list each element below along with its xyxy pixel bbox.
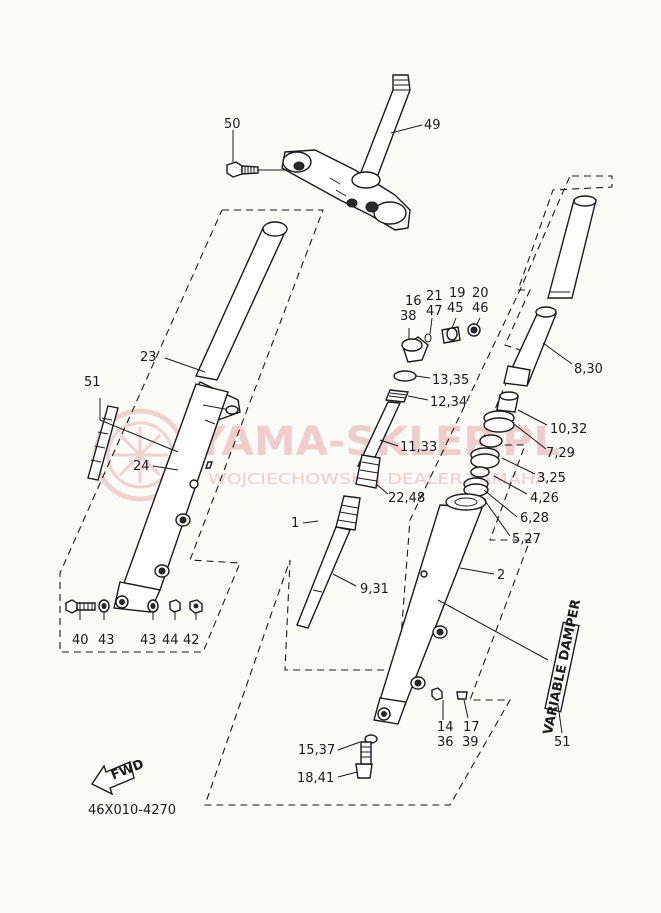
callout-18-41: 18,41 [297, 771, 334, 786]
callout-7-29: 7,29 [546, 446, 575, 461]
callout-44: 44 [162, 633, 179, 648]
variable-damper-text: VARIABLE DAMPER [541, 598, 584, 736]
callout-45: 45 [447, 301, 464, 316]
callout-23: 23 [140, 350, 157, 365]
bolt-50 [226, 161, 259, 178]
seal-stack [463, 391, 519, 497]
callout-12-34: 12,34 [430, 395, 467, 410]
callout-46: 46 [472, 301, 489, 316]
leader-lines [79, 124, 573, 778]
cap-bolt-parts [401, 323, 481, 363]
callout-43a: 43 [98, 633, 115, 648]
fork-tube-top [503, 195, 597, 387]
callout-10-32: 10,32 [550, 422, 587, 437]
right-lower-hardware [355, 687, 468, 779]
variable-damper-tag: VARIABLE DAMPER [541, 598, 584, 736]
left-fork-group-outline [59, 209, 324, 653]
callout-16: 16 [405, 294, 422, 309]
outer-tube [373, 493, 487, 725]
callout-19: 19 [449, 286, 466, 301]
callout-50: 50 [224, 117, 241, 132]
damper-rod-assembly [296, 370, 417, 629]
fwd-arrow-icon: FWD [90, 757, 146, 796]
steering-stem-bracket [281, 74, 411, 231]
callout-51-left: 51 [84, 375, 101, 390]
callout-38: 38 [400, 309, 417, 324]
callout-13-35: 13,35 [432, 373, 469, 388]
callout-40: 40 [72, 633, 89, 648]
callouts: 50 49 23 51 24 40 43 43 44 42 21 19 20 1… [72, 117, 603, 786]
callout-51-right: 51 [554, 735, 571, 750]
callout-2: 2 [497, 568, 505, 583]
callout-43b: 43 [140, 633, 157, 648]
callout-20: 20 [472, 286, 489, 301]
diagram-code: 46X010-4270 [88, 803, 176, 818]
callout-47: 47 [426, 304, 443, 319]
callout-1: 1 [291, 516, 299, 531]
callout-21: 21 [426, 289, 443, 304]
left-lower-hardware [65, 599, 203, 614]
callout-6-28: 6,28 [520, 511, 549, 526]
callout-4-26: 4,26 [530, 491, 559, 506]
callout-14: 14 [437, 720, 454, 735]
callout-5-27: 5,27 [512, 532, 541, 547]
callout-36: 36 [437, 735, 454, 750]
callout-39: 39 [462, 735, 479, 750]
callout-11-33: 11,33 [400, 440, 437, 455]
callout-9-31: 9,31 [360, 582, 389, 597]
left-fork-assembly [113, 221, 288, 613]
callout-22-48: 22,48 [388, 491, 425, 506]
callout-42: 42 [183, 633, 200, 648]
callout-49: 49 [424, 118, 441, 133]
callout-3-25: 3,25 [537, 471, 566, 486]
callout-8-30: 8,30 [574, 362, 603, 377]
callout-17: 17 [463, 720, 480, 735]
callout-24: 24 [133, 459, 150, 474]
label-tag-left [87, 405, 119, 481]
callout-15-37: 15,37 [298, 743, 335, 758]
